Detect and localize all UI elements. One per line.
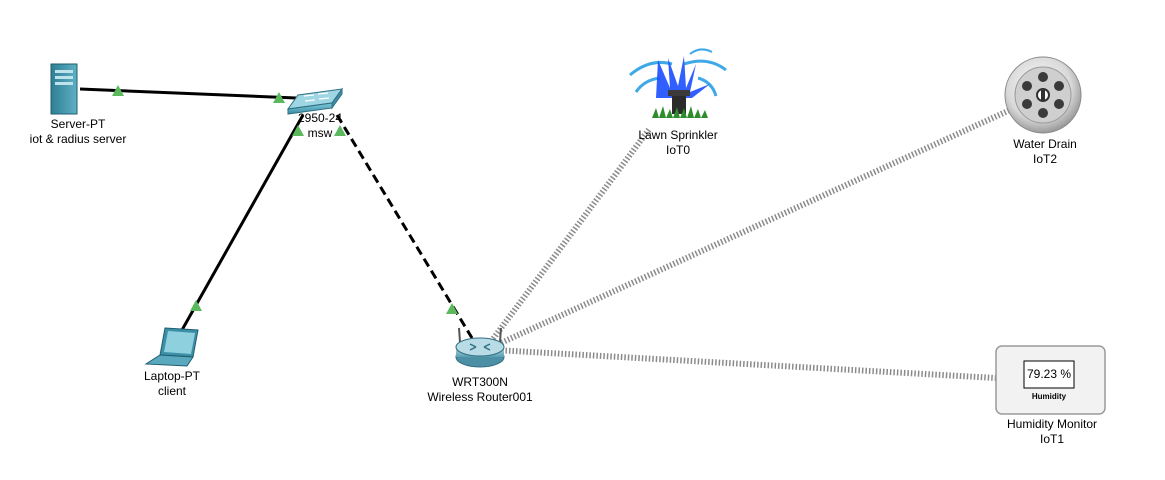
laptop-label[interactable]: Laptop-PT client xyxy=(144,369,200,399)
wireless-link-humidity[interactable] xyxy=(494,347,997,381)
humidity-monitor-icon: 79.23 % Humidity xyxy=(995,345,1106,415)
wireless-link-drain[interactable] xyxy=(490,107,1012,350)
sprinkler-type-text: Lawn Sprinkler xyxy=(638,128,718,142)
link-up-icon xyxy=(112,85,124,96)
server-type-text: Server-PT xyxy=(50,117,106,131)
drain-name-text: IoT2 xyxy=(1032,152,1058,166)
link-up-icon xyxy=(292,125,304,136)
link-switch-laptop[interactable] xyxy=(180,114,305,331)
link-server-switch[interactable] xyxy=(79,87,297,100)
humidity-device[interactable]: 79.23 % Humidity xyxy=(995,345,1106,415)
wireless-router-icon xyxy=(455,327,505,368)
sprinkler-name-text: IoT0 xyxy=(665,143,690,157)
link-switch-router[interactable] xyxy=(335,114,474,339)
humidity-name-text: IoT1 xyxy=(1039,432,1064,446)
water-drain-icon xyxy=(1004,56,1082,134)
link-status-indicators xyxy=(112,85,458,314)
sprinkler-device[interactable] xyxy=(629,48,727,118)
humidity-caption: Humidity xyxy=(1032,392,1067,401)
link-up-icon xyxy=(334,125,346,136)
link-up-icon xyxy=(273,92,285,103)
laptop-icon xyxy=(144,327,199,367)
humidity-reading: 79.23 % xyxy=(1027,367,1071,381)
router-type-text: WRT300N xyxy=(452,375,508,389)
router-device[interactable] xyxy=(455,327,505,368)
humidity-type-text: Humidity Monitor xyxy=(1006,417,1098,431)
laptop-device[interactable] xyxy=(144,327,199,367)
link-up-icon xyxy=(190,300,202,311)
lawn-sprinkler-icon xyxy=(629,48,727,118)
wired-links xyxy=(79,87,474,339)
wireless-links xyxy=(484,107,1012,381)
switch-type-text: 2950-24 xyxy=(297,111,343,125)
switch-icon xyxy=(286,87,344,115)
server-label[interactable]: Server-PT iot & radius server xyxy=(30,117,127,147)
switch-name-text: msw xyxy=(307,126,333,140)
router-name-text: Wireless Router001 xyxy=(427,390,533,404)
server-icon xyxy=(50,63,78,115)
router-label[interactable]: WRT300N Wireless Router001 xyxy=(427,375,532,405)
switch-label[interactable]: 2950-24 msw xyxy=(298,111,342,141)
humidity-label[interactable]: Humidity Monitor IoT1 xyxy=(1007,417,1097,447)
switch-device[interactable] xyxy=(286,87,344,115)
laptop-name-text: client xyxy=(157,384,187,398)
server-name-text: iot & radius server xyxy=(29,132,127,146)
laptop-type-text: Laptop-PT xyxy=(143,369,201,383)
link-up-icon xyxy=(446,303,458,314)
sprinkler-label[interactable]: Lawn Sprinkler IoT0 xyxy=(638,128,717,158)
drain-device[interactable] xyxy=(1004,56,1082,134)
wireless-link-sprinkler[interactable] xyxy=(484,126,653,349)
drain-label[interactable]: Water Drain IoT2 xyxy=(1013,137,1077,167)
drain-type-text: Water Drain xyxy=(1013,137,1077,151)
server-device[interactable] xyxy=(50,63,78,115)
